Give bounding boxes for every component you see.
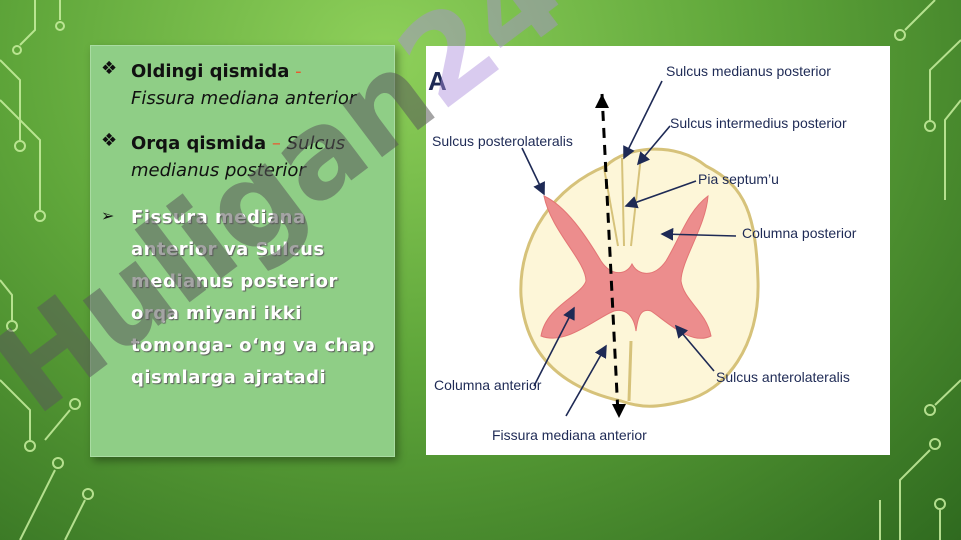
- label-sulcus-posterolateralis: Sulcus posterolateralis: [432, 133, 573, 149]
- label-columna-anterior: Columna anterior: [434, 377, 542, 393]
- label-fissura-mediana-anterior: Fissura mediana anterior: [492, 427, 647, 443]
- leader-arrows: [521, 80, 737, 417]
- bullet-summary-text: Fissura mediana anterior va Sulcus media…: [131, 207, 376, 388]
- bullet-posterior: ❖ Orqa qismida – Sulcus medianus posteri…: [101, 130, 391, 184]
- gray-matter: [540, 194, 712, 339]
- arrow-bullet-icon: ➢: [101, 206, 115, 225]
- bullet-summary: ➢ Fissura mediana anterior va Sulcus med…: [101, 202, 391, 394]
- diamond-bullet-icon: ❖: [101, 130, 118, 151]
- arrow-up-icon: [595, 94, 609, 108]
- midline-dashed-arrow: [600, 93, 620, 415]
- arrow-down-icon: [612, 404, 626, 418]
- bullet-posterior-separator: –: [266, 133, 287, 154]
- spinal-cord-figure: A Sulcus medianus posterior: [426, 46, 890, 455]
- anterior-fissure-line: [627, 340, 633, 402]
- label-sulcus-anterolateralis: Sulcus anterolateralis: [716, 369, 850, 385]
- label-pia-septum: Pia septum’u: [698, 171, 779, 187]
- bullet-posterior-title: Orqa qismida: [131, 133, 267, 154]
- bullet-anterior-title: Oldingi qismida: [131, 61, 290, 82]
- bullet-anterior: ❖ Oldingi qismida - Fissura mediana ante…: [101, 58, 391, 112]
- label-sulcus-intermedius-posterior: Sulcus intermedius posterior: [670, 115, 847, 131]
- panel-letter: A: [428, 66, 447, 96]
- label-sulcus-medianus-posterior: Sulcus medianus posterior: [666, 63, 831, 79]
- label-columna-posterior: Columna posterior: [742, 225, 857, 241]
- diamond-bullet-icon: ❖: [101, 58, 118, 79]
- bullet-anterior-term: Fissura mediana anterior: [131, 88, 357, 109]
- text-panel: ❖ Oldingi qismida - Fissura mediana ante…: [90, 45, 395, 457]
- bullet-posterior-term: Sulcus medianus posterior: [131, 133, 346, 181]
- bullet-anterior-separator: -: [289, 61, 302, 82]
